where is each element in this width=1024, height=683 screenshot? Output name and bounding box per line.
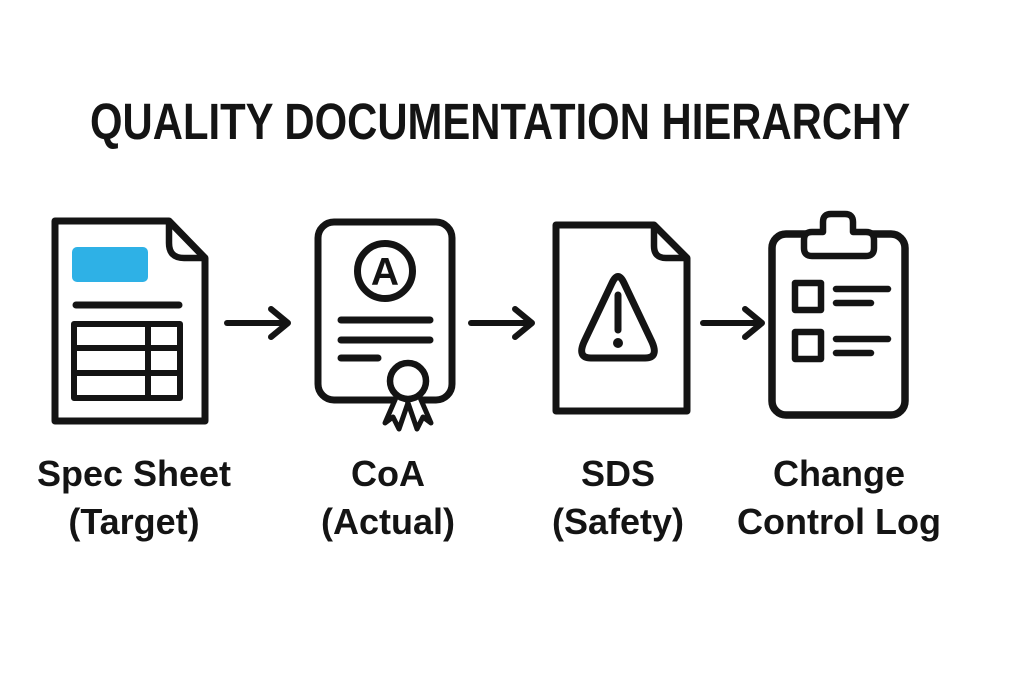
folded-corner xyxy=(165,221,203,262)
flow-arrow-2 xyxy=(468,306,535,340)
folded-corner xyxy=(650,225,685,262)
label-line2: (Actual) xyxy=(321,501,455,542)
award-seal xyxy=(382,359,434,432)
grade-letter: A xyxy=(371,251,399,294)
spec-table xyxy=(71,321,183,401)
spec-sheet-document-icon xyxy=(51,217,209,425)
label-sds: SDS (Safety) xyxy=(498,450,738,546)
label-line1: CoA xyxy=(351,453,425,494)
label-line2: Control Log xyxy=(737,501,941,542)
label-line2: (Target) xyxy=(68,501,200,542)
clipboard-checklist-icon xyxy=(768,210,909,419)
table-border xyxy=(71,321,183,401)
arrow-head xyxy=(512,306,535,340)
blue-highlight-bar xyxy=(72,247,148,282)
label-line1: Spec Sheet xyxy=(36,453,232,494)
certificate-text-lines xyxy=(337,316,434,362)
checklist-item-1 xyxy=(791,279,892,314)
exclamation-dot xyxy=(613,338,623,348)
flow-arrow-1 xyxy=(224,306,291,340)
checkbox xyxy=(791,279,825,314)
grade-badge-circle xyxy=(354,240,416,302)
seal-circle xyxy=(386,359,430,403)
page-title-text: QUALITY DOCUMENTATION HIERARCHY xyxy=(90,93,911,151)
label-line2: (Safety) xyxy=(551,501,685,542)
certificate-icon: A xyxy=(314,218,456,432)
label-spec-sheet: Spec Sheet (Target) xyxy=(14,450,254,546)
label-coa: CoA (Actual) xyxy=(268,450,508,546)
label-line1: SDS xyxy=(580,453,656,494)
clipboard-clip xyxy=(800,210,878,260)
clipboard-board xyxy=(768,230,909,419)
label-change-control-log: Change Control Log xyxy=(719,450,959,546)
checkbox xyxy=(791,328,825,363)
arrow-head xyxy=(742,306,765,340)
page-title: QUALITY DOCUMENTATION HIERARCHY xyxy=(0,94,968,150)
label-line1: Change xyxy=(772,453,905,494)
warning-document-icon xyxy=(552,221,691,415)
checklist-item-2 xyxy=(791,328,892,363)
flow-arrow-3 xyxy=(700,306,765,340)
arrow-head xyxy=(268,306,291,340)
